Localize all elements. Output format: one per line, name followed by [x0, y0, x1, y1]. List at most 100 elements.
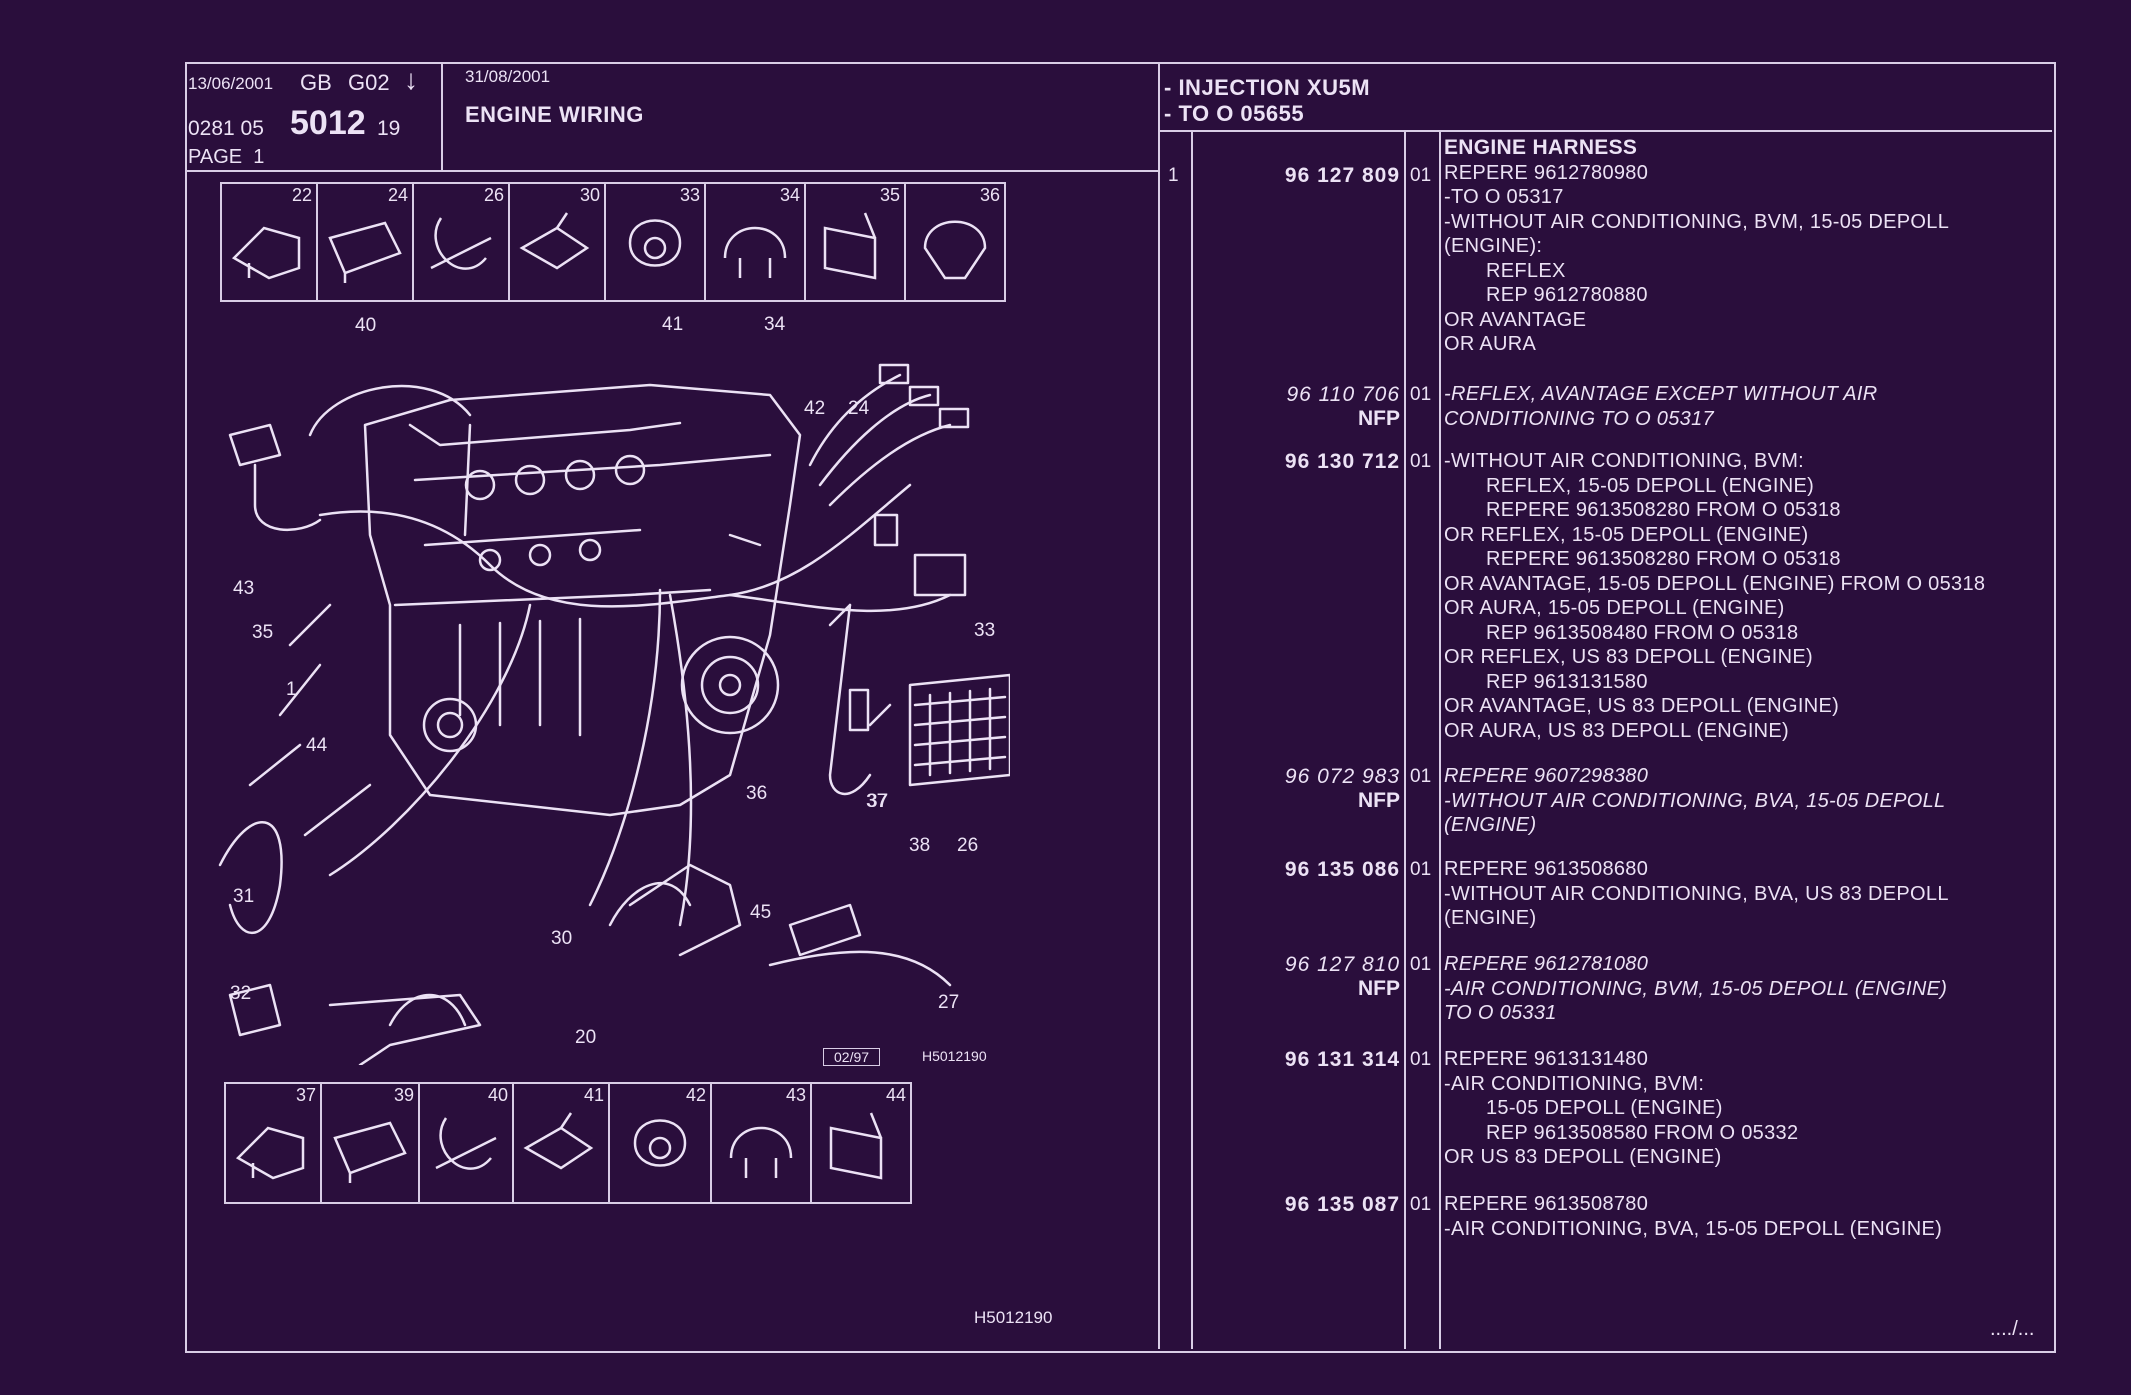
description-line: REP 9612780880	[1486, 284, 1648, 306]
description-line: -TO O 05317	[1444, 186, 1564, 208]
catalog-page-frame	[185, 62, 2056, 1353]
clip-thumbnail: 42	[610, 1084, 712, 1202]
description-line: REP 9613131580	[1486, 670, 1648, 693]
callout-number: 40	[355, 315, 377, 336]
region-code: GB	[300, 70, 332, 95]
callout-number: 42	[804, 398, 826, 419]
clip-icon	[435, 1117, 497, 1170]
description-line: -REFLEX, AVANTAGE EXCEPT WITHOUT AIR	[1444, 383, 1878, 405]
part-ref: 1	[1168, 165, 1179, 186]
revision-date: 31/08/2001	[465, 67, 551, 86]
thumbnail-number: 26	[483, 185, 504, 205]
clip-icon	[519, 212, 590, 270]
description-line: (ENGINE)	[1444, 907, 1537, 929]
callout-number: 36	[746, 783, 768, 804]
header-bottom-rule-left	[185, 170, 1158, 172]
part-description: REPERE 9613508780-AIR CONDITIONING, BVA,…	[1444, 1192, 1942, 1241]
thumbnail-number: 22	[291, 185, 312, 205]
part-number: 96 135 087	[1284, 1193, 1400, 1216]
part-quantity: 01	[1410, 384, 1432, 405]
clip-thumbnail: 35	[806, 184, 906, 300]
part-description: REPERE 9612781080-AIR CONDITIONING, BVM,…	[1444, 952, 1947, 1026]
clip-icon	[823, 212, 877, 280]
clip-thumbnail: 22	[222, 184, 318, 300]
arrow-down-icon: ↓	[404, 64, 418, 95]
description-line: -WITHOUT AIR CONDITIONING, BVM:	[1444, 450, 1805, 472]
description-line: -AIR CONDITIONING, BVM:	[1444, 1072, 1705, 1095]
description-line: (ENGINE):	[1444, 235, 1543, 257]
part-quantity: 01	[1410, 165, 1432, 186]
clip-icon	[328, 221, 402, 283]
nfp-flag: NFP	[1358, 977, 1400, 1000]
part-number: 96 110 706	[1286, 383, 1400, 406]
part-number: 96 072 983	[1284, 765, 1400, 788]
ref-column-divider	[1191, 132, 1193, 1349]
part-quantity: 01	[1410, 1049, 1432, 1070]
clip-thumbnail: 40	[420, 1084, 514, 1202]
description-line: REFLEX, 15-05 DEPOLL (ENGINE)	[1486, 474, 1815, 497]
callout-number: 37	[867, 791, 889, 812]
description-line: CONDITIONING TO O 05317	[1444, 407, 1714, 430]
callout-number: 1	[286, 679, 297, 700]
description-line: REPERE 9613508280 FROM O 05318	[1486, 548, 1841, 570]
description-line: REFLEX	[1486, 259, 1566, 282]
callout-number: 32	[230, 983, 252, 1004]
description-line: OR AURA, US 83 DEPOLL (ENGINE)	[1444, 719, 1790, 742]
code-prefix: 0281 05	[188, 117, 264, 140]
thumbnail-number: 39	[393, 1085, 414, 1105]
thumbnail-number: 30	[579, 185, 600, 205]
injection-type: - INJECTION XU5M	[1164, 75, 1371, 100]
description-line: OR AURA, 15-05 DEPOLL (ENGINE)	[1444, 597, 1785, 619]
clip-thumbnail: 24	[318, 184, 414, 300]
callout-number: 26	[957, 835, 979, 856]
callout-number: 34	[764, 314, 786, 335]
part-number: 96 127 809	[1284, 164, 1400, 187]
callout-number: 20	[575, 1027, 597, 1048]
clip-icon	[628, 219, 682, 267]
group-code: G02	[348, 70, 390, 95]
thumbnail-number: 34	[779, 185, 800, 205]
description-line: REP 9613508580 FROM O 05332	[1486, 1121, 1799, 1144]
code-main: 5012	[290, 104, 366, 142]
page-title: ENGINE WIRING	[465, 102, 644, 127]
clip-thumbnail: 33	[606, 184, 706, 300]
clip-thumbnail: 36	[906, 184, 1004, 300]
clip-thumbnail: 44	[812, 1084, 910, 1202]
thumbnail-number: 24	[387, 185, 408, 205]
description-line: REPERE 9612780980	[1444, 161, 1649, 184]
callout-number: 33	[974, 620, 996, 641]
part-quantity: 01	[1410, 1194, 1432, 1215]
diagram-ref-bottom: H5012190	[974, 1308, 1053, 1327]
continued-marker: ..../...	[1990, 1318, 2035, 1340]
description-line: -WITHOUT AIR CONDITIONING, BVA, US 83 DE…	[1444, 882, 1949, 905]
part-description: REPERE 9607298380-WITHOUT AIR CONDITIONI…	[1444, 764, 1945, 838]
description-line: OR US 83 DEPOLL (ENGINE)	[1444, 1146, 1722, 1168]
description-line: -WITHOUT AIR CONDITIONING, BVM, 15-05 DE…	[1444, 210, 1950, 233]
part-description: REPERE 9613131480-AIR CONDITIONING, BVM:…	[1444, 1047, 1798, 1170]
description-line: OR AURA	[1444, 333, 1537, 355]
callout-number: 45	[750, 902, 772, 923]
clip-icon	[633, 1119, 687, 1167]
clip-icon	[430, 217, 492, 270]
part-number: 96 135 086	[1284, 858, 1400, 881]
clip-icon	[231, 226, 301, 280]
part-description: -WITHOUT AIR CONDITIONING, BVM:REFLEX, 1…	[1444, 449, 1985, 743]
clip-icon	[923, 220, 987, 280]
description-line: TO O 05331	[1444, 1002, 1557, 1024]
description-line: OR AVANTAGE, US 83 DEPOLL (ENGINE)	[1444, 695, 1840, 717]
callout-number: 35	[252, 622, 274, 643]
callout-number: 30	[551, 928, 573, 949]
description-line: REPERE 9613508780	[1444, 1193, 1649, 1215]
clip-thumbnail: 34	[706, 184, 806, 300]
description-line: OR AVANTAGE, 15-05 DEPOLL (ENGINE) FROM …	[1444, 572, 1986, 595]
code-suffix: 19	[377, 117, 401, 140]
nfp-flag: NFP	[1358, 407, 1400, 430]
clip-thumbnail: 26	[414, 184, 510, 300]
center-divider	[1158, 62, 1160, 1349]
part-number: 96 130 712	[1284, 450, 1400, 473]
part-description: REPERE 9613508680-WITHOUT AIR CONDITIONI…	[1444, 857, 1949, 931]
callout-number: 27	[938, 992, 960, 1013]
